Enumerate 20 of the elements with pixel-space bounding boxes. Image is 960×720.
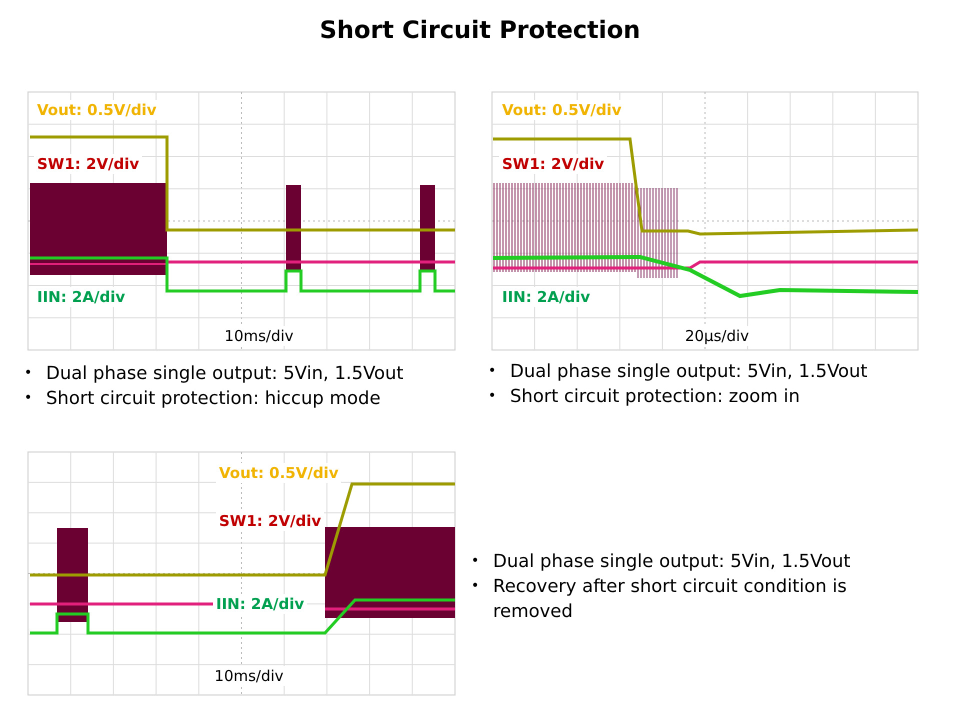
channel-scale-label: Vout: 0.5V/div — [499, 100, 624, 120]
bullet-mark: • — [471, 577, 480, 596]
slide-title: Short Circuit Protection — [318, 16, 642, 44]
bullet-text: Dual phase single output: 5Vin, 1.5Vout — [510, 360, 868, 384]
bullet-text: Short circuit protection: hiccup mode — [46, 387, 381, 411]
bullet-mark: • — [488, 387, 498, 406]
channel-scale-label: SW1: 2V/div — [216, 511, 324, 531]
channel-scale-label: SW1: 2V/div — [34, 154, 142, 174]
bullet-text: Dual phase single output: 5Vin, 1.5Vout — [46, 362, 404, 386]
bullet-text: Recovery after short circuit condition is removed — [493, 575, 848, 624]
channel-scale-label: Vout: 0.5V/div — [34, 100, 160, 120]
bullet-mark: • — [488, 362, 498, 381]
bullet-mark: • — [24, 389, 34, 408]
bullet-mark: • — [471, 552, 480, 571]
bullet-text: Short circuit protection: zoom in — [510, 385, 800, 409]
bullet-text: Dual phase single output: 5Vin, 1.5Vout — [493, 550, 850, 574]
bullet-mark: • — [24, 364, 34, 383]
channel-scale-label: SW1: 2V/div — [499, 154, 608, 174]
channel-scale-label: IIN: 2A/div — [213, 594, 308, 614]
channel-scale-label: Vout: 0.5V/div — [216, 463, 342, 483]
